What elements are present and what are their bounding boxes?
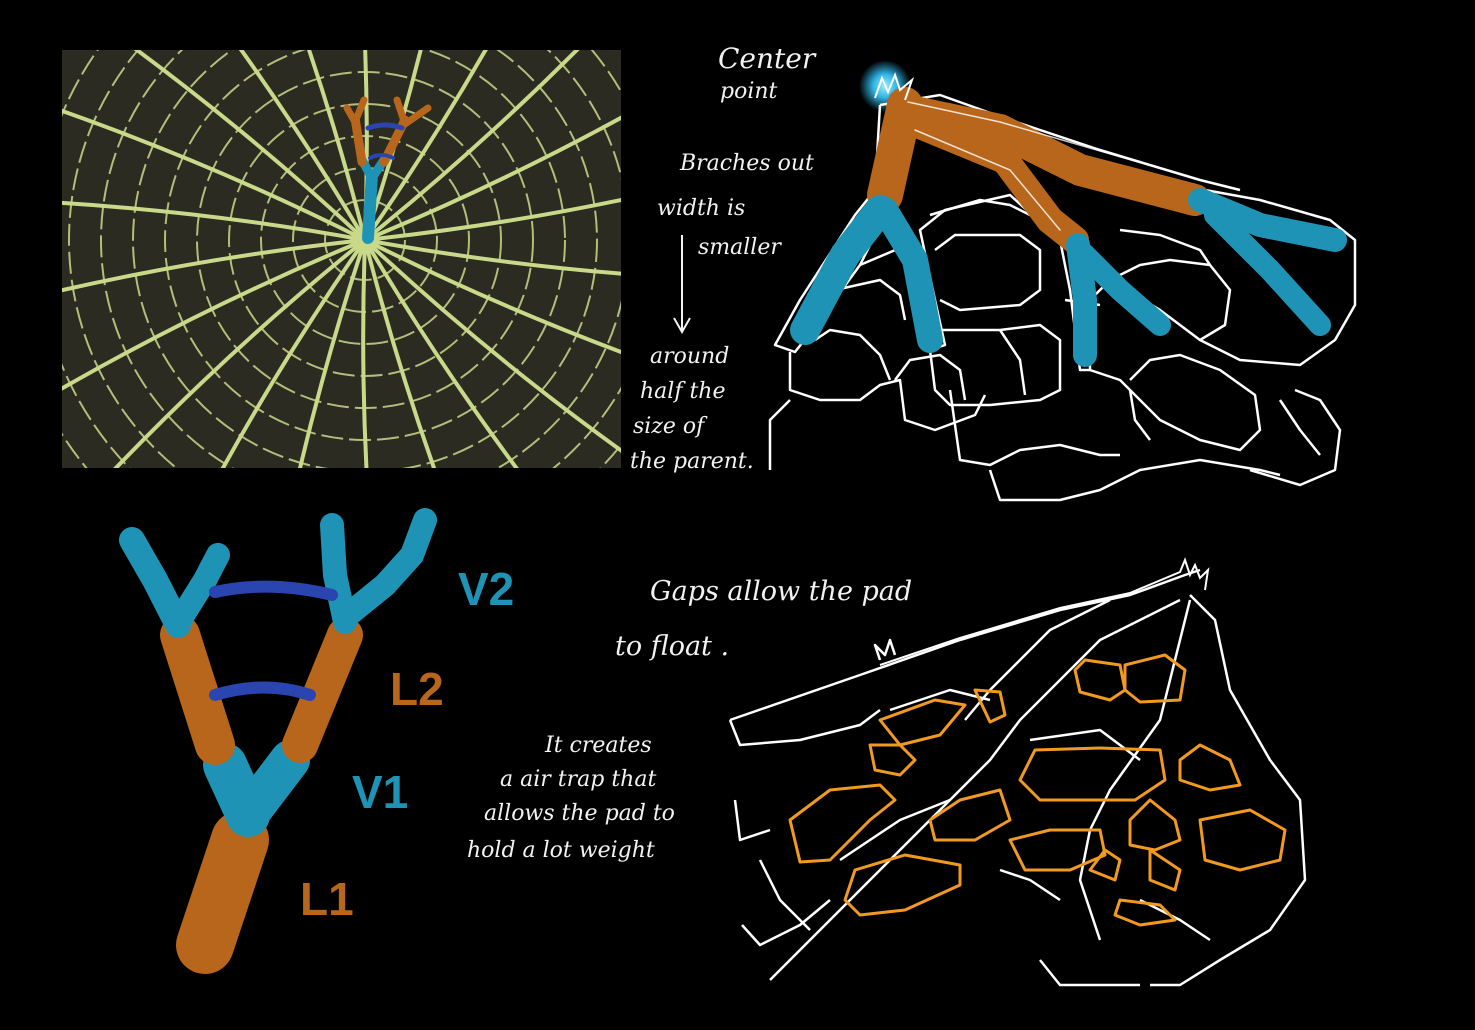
photo-radial-vein [364, 238, 621, 355]
label-l2: L2 [390, 663, 444, 715]
branch-diagram [119, 508, 437, 974]
photo-ring-vein [100, 50, 621, 468]
photo-radial-vein [363, 50, 423, 241]
photo-radial-vein [363, 50, 580, 242]
bottom-sketch-outline [728, 568, 1307, 987]
label-l1: L1 [300, 873, 354, 925]
annotations: Center point Braches out width is smalle… [300, 42, 912, 925]
photo-ring-vein [132, 50, 598, 468]
bridge-upper [209, 580, 338, 601]
center-label-line2: point [720, 79, 778, 104]
trap-line1: It creates [544, 733, 652, 758]
branches-line2: width is [657, 196, 745, 221]
branch-v2-rr [336, 508, 437, 627]
branch-v2-lr [168, 543, 230, 632]
gaps-line1: Gaps allow the pad [650, 576, 912, 607]
trap-line3: allows the pad to [484, 801, 675, 826]
photo-ring-vein [68, 50, 621, 468]
branch-v1-right [232, 740, 310, 830]
half-line1: around [650, 344, 729, 369]
bottom-sketch-spikes [879, 557, 1210, 666]
down-arrow [673, 235, 691, 335]
branch-l2-right [282, 617, 363, 763]
photo-radial-vein [306, 50, 367, 241]
label-v2: V2 [458, 563, 514, 615]
label-v1: V1 [352, 766, 408, 818]
branch-v2-ll [119, 527, 191, 638]
branch-l2-left [160, 615, 235, 765]
photo-radial-vein [297, 239, 367, 468]
top-sketch [768, 60, 1357, 502]
bottom-sketch [728, 557, 1307, 987]
leaf-photo-veins [62, 50, 621, 468]
photo-radial-vein [364, 238, 621, 276]
half-line3: size of [633, 414, 708, 439]
leaf-photo [62, 50, 621, 468]
photo-radial-vein [363, 50, 488, 242]
bridge-lower [209, 681, 316, 701]
center-label-line1: Center [718, 42, 817, 75]
photo-vein-overlay [343, 96, 432, 244]
photo-radial-vein [363, 238, 621, 453]
half-line2: half the [640, 379, 726, 404]
center-point-spikes [874, 72, 915, 101]
photo-radial-vein [361, 239, 369, 468]
branches-line1: Braches out [679, 151, 814, 176]
photo-radial-vein [363, 238, 519, 468]
air-gaps [788, 653, 1287, 927]
trap-line4: hold a lot weight [467, 838, 655, 863]
photo-radial-vein [133, 50, 367, 242]
branch-l1 [176, 811, 269, 974]
photo-radial-vein [363, 239, 437, 468]
sketch-colored-veins [790, 87, 1347, 367]
gaps-line2: to float . [615, 631, 729, 662]
branches-line3: smaller [698, 235, 782, 260]
photo-radial-vein [364, 197, 621, 242]
photo-radial-vein [113, 238, 367, 468]
trap-line2: a air trap that [500, 767, 656, 792]
photo-radial-vein [62, 238, 366, 293]
half-line4: the parent. [630, 449, 754, 474]
photo-radial-vein [62, 200, 366, 242]
photo-radial-vein [62, 238, 366, 391]
photo-radial-vein [238, 50, 367, 242]
photo-radial-vein [62, 108, 366, 242]
photo-radial-vein [364, 115, 621, 242]
photo-radial-vein [220, 238, 367, 468]
